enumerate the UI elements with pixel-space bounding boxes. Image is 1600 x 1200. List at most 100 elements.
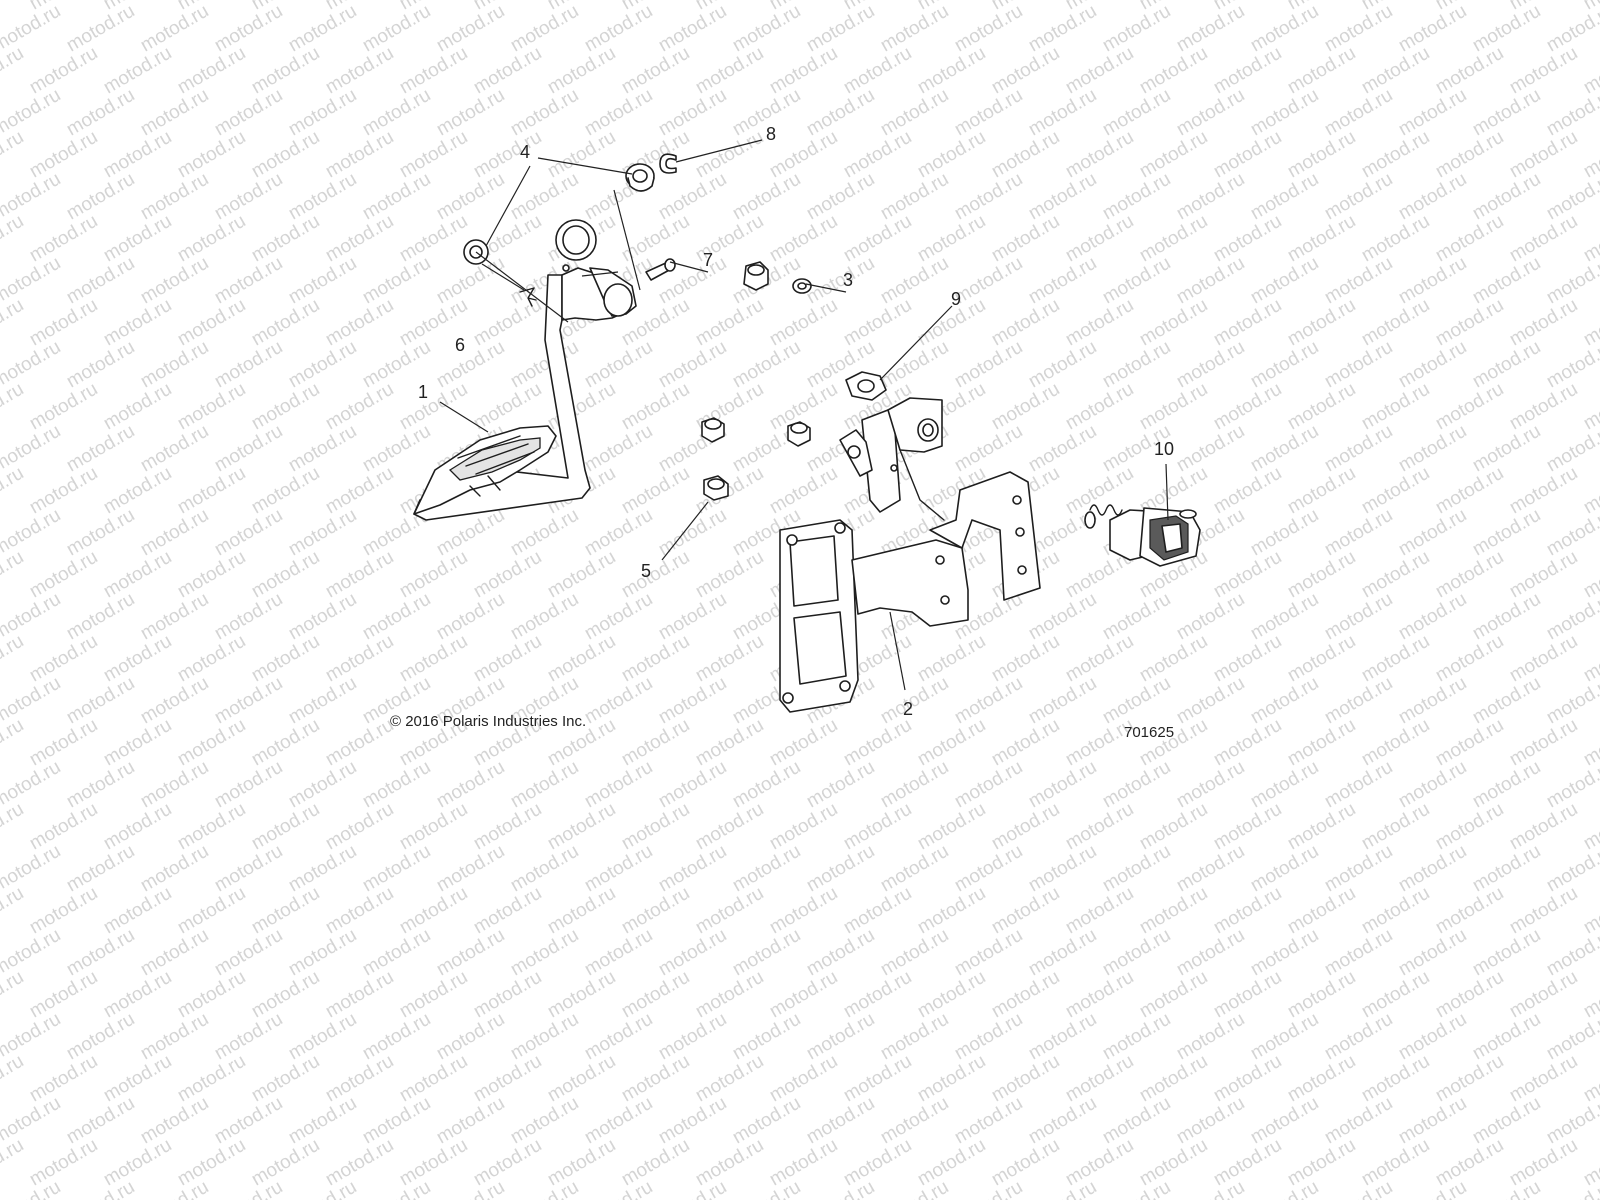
watermark-text: motod.ru (26, 1051, 101, 1107)
watermark-text: motod.ru (1469, 85, 1544, 141)
watermark-text: motod.ru (1358, 1051, 1433, 1107)
watermark-text: motod.ru (766, 43, 841, 99)
watermark-text: motod.ru (1062, 799, 1137, 855)
watermark-text: motod.ru (766, 799, 841, 855)
watermark-text: motod.ru (1025, 421, 1100, 477)
watermark-text: motod.ru (692, 715, 767, 771)
watermark-text: motod.ru (1506, 1135, 1581, 1191)
watermark-text: motod.ru (507, 169, 582, 225)
watermark-text: motod.ru (914, 211, 989, 267)
watermark-text: motod.ru (248, 547, 323, 603)
watermark-text: motod.ru (1099, 841, 1174, 897)
watermark-text: motod.ru (581, 1, 656, 57)
watermark-text: motod.ru (877, 673, 952, 729)
watermark-text: motod.ru (1099, 1093, 1174, 1149)
watermark-text: motod.ru (951, 841, 1026, 897)
watermark-text: motod.ru (988, 295, 1063, 351)
watermark-text: motod.ru (507, 1093, 582, 1149)
watermark-text: motod.ru (1395, 1009, 1470, 1065)
watermark-text: motod.ru (100, 715, 175, 771)
watermark-text: motod.ru (1321, 1177, 1396, 1200)
watermark-text: motod.ru (803, 1177, 878, 1200)
watermark-text: motod.ru (766, 715, 841, 771)
watermark-text: motod.ru (1395, 421, 1470, 477)
watermark-text: motod.ru (988, 211, 1063, 267)
watermark-text: motod.ru (581, 1009, 656, 1065)
watermark-text: motod.ru (63, 421, 138, 477)
watermark-text: motod.ru (766, 463, 841, 519)
watermark-text: motod.ru (322, 631, 397, 687)
watermark-text: motod.ru (1173, 1177, 1248, 1200)
watermark-text: motod.ru (581, 925, 656, 981)
watermark-text: motod.ru (1358, 967, 1433, 1023)
watermark-text: motod.ru (581, 505, 656, 561)
watermark-text: motod.ru (618, 379, 693, 435)
watermark-text: motod.ru (1210, 715, 1285, 771)
watermark-text: motod.ru (100, 631, 175, 687)
watermark-text: motod.ru (655, 673, 730, 729)
watermark-text: motod.ru (433, 589, 508, 645)
watermark-text: motod.ru (285, 253, 360, 309)
watermark-text: motod.ru (1469, 505, 1544, 561)
watermark-text: motod.ru (26, 883, 101, 939)
watermark-text: motod.ru (470, 127, 545, 183)
watermark-text: motod.ru (951, 1093, 1026, 1149)
watermark-text: motod.ru (766, 883, 841, 939)
watermark-text: motod.ru (1173, 253, 1248, 309)
watermark-text: motod.ru (1173, 757, 1248, 813)
watermark-text: motod.ru (1173, 673, 1248, 729)
watermark-text: motod.ru (26, 1135, 101, 1191)
watermark-text: motod.ru (1247, 757, 1322, 813)
watermark-text: motod.ru (840, 43, 915, 99)
watermark-text: motod.ru (470, 1051, 545, 1107)
watermark-text: motod.ru (766, 295, 841, 351)
cotter-pin (519, 287, 537, 307)
watermark-text: motod.ru (655, 85, 730, 141)
watermark-text: motod.ru (1062, 1051, 1137, 1107)
watermark-text: motod.ru (63, 841, 138, 897)
watermark-text: motod.ru (1506, 43, 1581, 99)
watermark-text: motod.ru (655, 1009, 730, 1065)
watermark-text: motod.ru (1432, 211, 1507, 267)
watermark-text: motod.ru (1321, 589, 1396, 645)
watermark-text: motod.ru (211, 169, 286, 225)
watermark-text: motod.ru (1062, 127, 1137, 183)
watermark-text: motod.ru (581, 757, 656, 813)
watermark-text: motod.ru (433, 1, 508, 57)
watermark-text: motod.ru (618, 463, 693, 519)
watermark-text: motod.ru (877, 925, 952, 981)
watermark-text: motod.ru (211, 1177, 286, 1200)
watermark-text: motod.ru (100, 967, 175, 1023)
watermark-text: motod.ru (1210, 1135, 1285, 1191)
watermark-text: motod.ru (1432, 799, 1507, 855)
flange-nut-b (787, 421, 811, 447)
watermark-text: motod.ru (0, 127, 27, 183)
watermark-text: motod.ru (1247, 1, 1322, 57)
watermark-text: motod.ru (914, 631, 989, 687)
watermark-text: motod.ru (877, 1177, 952, 1200)
callout-4: 4 (520, 142, 530, 162)
watermark-text: motod.ru (1173, 925, 1248, 981)
watermark-text: motod.ru (26, 295, 101, 351)
watermark-text: motod.ru (988, 43, 1063, 99)
watermark-text: motod.ru (840, 883, 915, 939)
watermark-text: motod.ru (359, 589, 434, 645)
watermark-text: motod.ru (840, 127, 915, 183)
watermark-text: motod.ru (655, 841, 730, 897)
watermark-text: motod.ru (1062, 463, 1137, 519)
watermark-text: motod.ru (581, 1093, 656, 1149)
watermark-text: motod.ru (877, 1093, 952, 1149)
watermark-text: motod.ru (1210, 547, 1285, 603)
watermark-text: motod.ru (1247, 1177, 1322, 1200)
watermark-text: motod.ru (655, 1177, 730, 1200)
watermark-text: motod.ru (1321, 1, 1396, 57)
watermark-text: motod.ru (1284, 715, 1359, 771)
watermark-text: motod.ru (137, 925, 212, 981)
watermark-text: motod.ru (26, 799, 101, 855)
e-clip (659, 153, 677, 174)
watermark-text: motod.ru (0, 295, 27, 351)
watermark-text: motod.ru (396, 43, 471, 99)
watermark-text: motod.ru (1506, 463, 1581, 519)
watermark-text: motod.ru (1099, 85, 1174, 141)
watermark-text: motod.ru (322, 715, 397, 771)
